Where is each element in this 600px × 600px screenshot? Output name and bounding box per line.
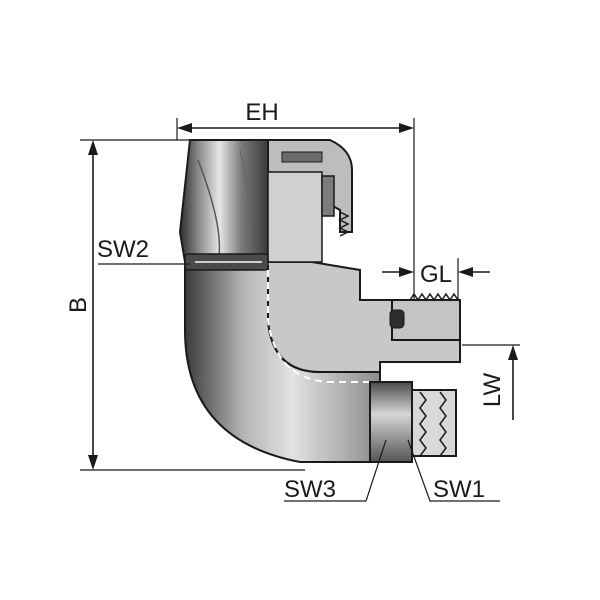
- thread-teeth-vertical: [338, 211, 350, 237]
- thread-teeth-horizontal: [439, 391, 447, 457]
- thread-sw1: [411, 389, 457, 457]
- gl-label: GL: [420, 261, 452, 288]
- gl-arrow-right: [458, 267, 473, 277]
- sw2-label: SW2: [97, 236, 149, 263]
- sw1-leader: [407, 439, 500, 502]
- b-label: B: [65, 297, 92, 313]
- thread-teeth-horizontal: [419, 391, 427, 457]
- b-arrow-top: [88, 140, 98, 155]
- cap-nut: [178, 139, 269, 263]
- side-port-thread: [409, 292, 459, 302]
- sw3-leader: [284, 439, 387, 502]
- sw1-label: SW1: [433, 476, 485, 503]
- eh-label: EH: [245, 99, 278, 126]
- cap-nut-inner: [267, 171, 323, 263]
- lw-arrow-top: [508, 345, 518, 360]
- elbow-section: [267, 261, 461, 373]
- seal-insert: [321, 175, 335, 217]
- lw-label: LW: [479, 373, 506, 408]
- eh-arrow-left: [177, 123, 192, 133]
- o-ring: [389, 309, 405, 329]
- hex-nut-sw3: [369, 381, 413, 463]
- gl-arrow-left: [399, 267, 414, 277]
- cap-nut-facet: [239, 149, 252, 263]
- eh-arrow-right: [399, 123, 414, 133]
- seal-lamella: [281, 151, 323, 163]
- bore-centerline: [267, 150, 380, 383]
- sw3-label: SW3: [284, 476, 336, 503]
- b-arrow-bottom: [88, 455, 98, 470]
